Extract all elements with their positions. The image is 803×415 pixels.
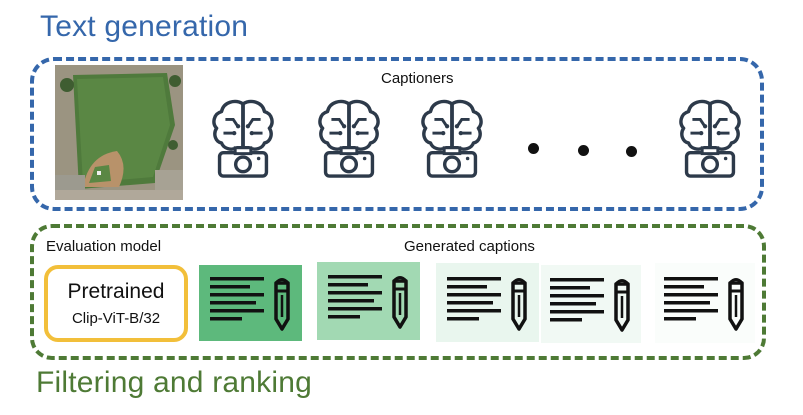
generated-caption-card (655, 263, 755, 343)
evaluation-model-label: Evaluation model (46, 238, 162, 255)
generated-caption-card (436, 263, 539, 342)
generated-captions-label: Generated captions (404, 238, 535, 255)
generated-caption-card (199, 265, 302, 341)
evaluation-model-box: Pretrained Clip-ViT-B/32 (44, 265, 188, 342)
text-lines-pencil-icon (664, 275, 744, 331)
section-title-text-generation: Text generation (40, 10, 249, 43)
generated-caption-card (541, 265, 641, 343)
captioner-brain-camera-icon (421, 99, 483, 178)
text-lines-pencil-icon (550, 276, 630, 332)
evaluation-model-name: Pretrained (67, 280, 165, 303)
ellipsis-dot (626, 146, 637, 157)
captioner-brain-camera-icon (212, 99, 274, 178)
generated-caption-card (317, 262, 420, 340)
evaluation-model-variant: Clip-ViT-B/32 (71, 310, 161, 327)
captioner-brain-camera-icon (679, 99, 741, 178)
filtering-ranking-group (30, 224, 766, 360)
text-generation-group (30, 57, 764, 211)
captioners-label: Captioners (381, 70, 454, 87)
text-lines-pencil-icon (446, 274, 527, 331)
aerial-baseball-field-image (55, 65, 183, 200)
ellipsis-dot (578, 145, 589, 156)
text-lines-pencil-icon (209, 275, 290, 331)
captioner-brain-camera-icon (318, 99, 380, 178)
section-title-filtering-ranking: Filtering and ranking (36, 366, 313, 399)
ellipsis-dot (528, 143, 539, 154)
text-lines-pencil-icon (327, 273, 408, 329)
